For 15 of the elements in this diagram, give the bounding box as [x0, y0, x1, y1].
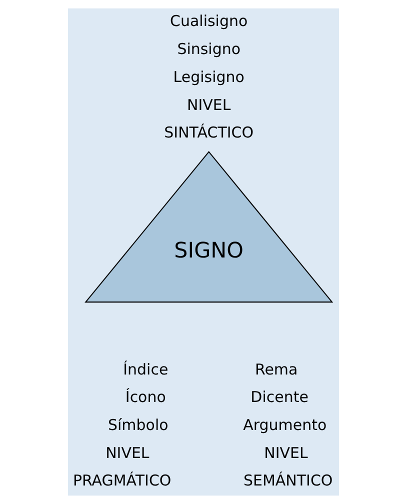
label: NIVEL — [186, 96, 230, 114]
label: Dicente — [250, 388, 308, 406]
label: NIVEL — [264, 444, 308, 462]
label: Símbolo — [108, 416, 168, 434]
label: Ícono — [124, 388, 166, 406]
label: Cualisigno — [170, 12, 248, 30]
label: Índice — [122, 360, 168, 378]
label: Sinsigno — [176, 40, 240, 58]
label: PRAGMÁTICO — [72, 472, 171, 490]
label: Rema — [254, 360, 298, 378]
label: SEMÁNTICO — [243, 472, 332, 490]
label: NIVEL — [105, 444, 149, 462]
label: SINTÁCTICO — [164, 124, 254, 142]
label: Legisigno — [172, 68, 244, 86]
label: Argumento — [242, 416, 326, 434]
